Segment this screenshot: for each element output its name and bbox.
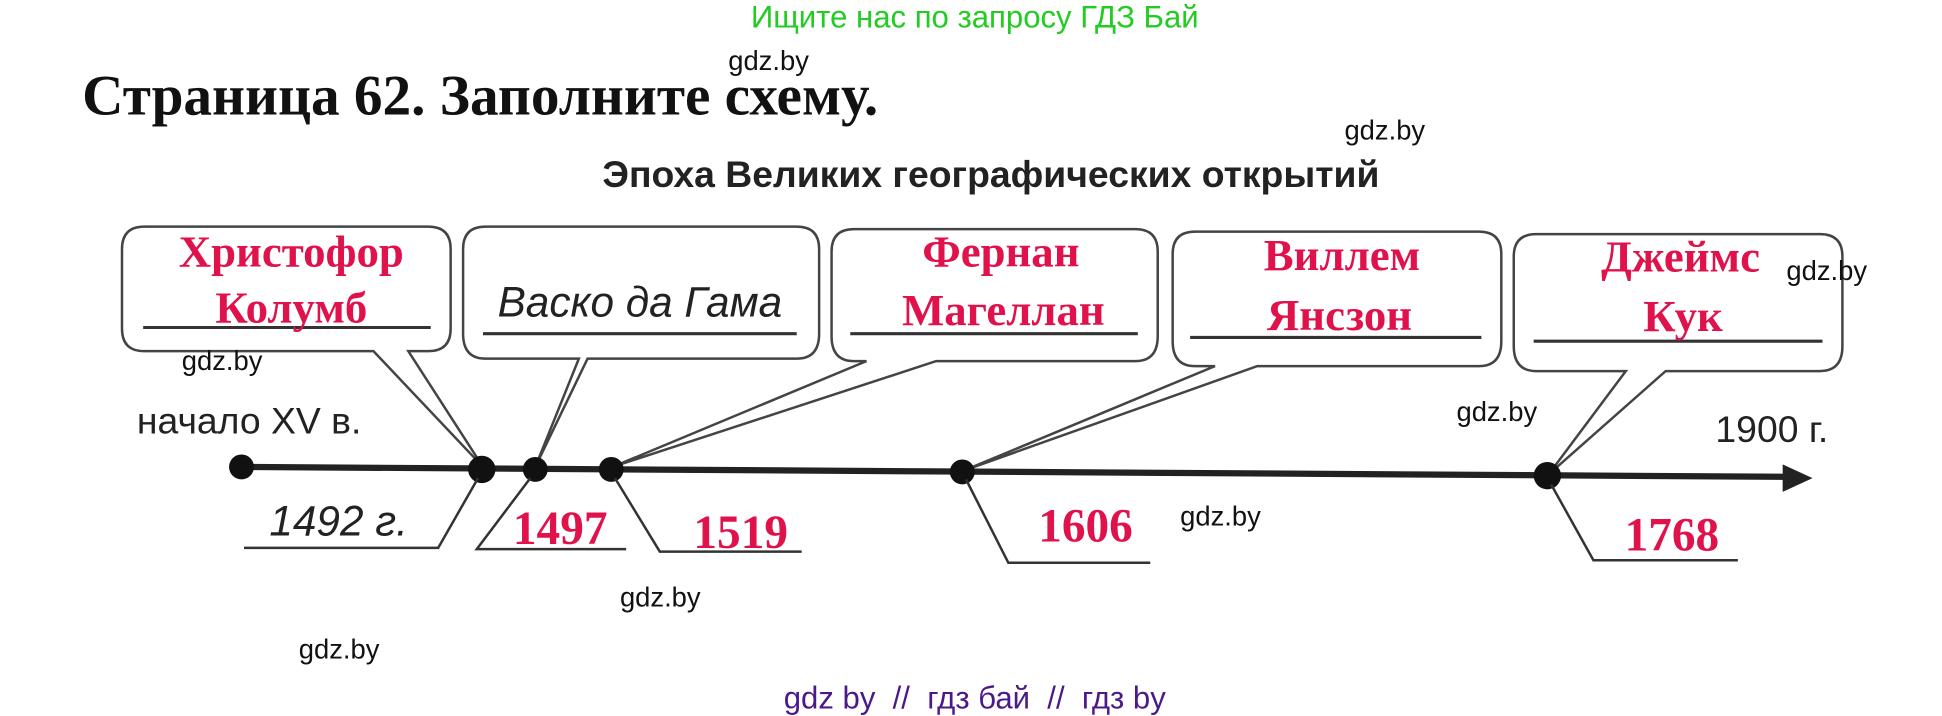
event-name-2: Васко да Гама	[498, 278, 783, 325]
event-year-4: 1606	[1038, 501, 1133, 553]
watermark: gdz.by	[728, 45, 809, 76]
event-year-1: 1492 г.	[269, 497, 408, 544]
event-name-4-line2: Янсзон	[1267, 290, 1412, 340]
event-name-5-line2: Кук	[1643, 291, 1723, 341]
callout-bubble-cook	[1512, 232, 1844, 476]
callout-bubble-columbus	[120, 225, 485, 468]
timeline-dot-1492	[468, 455, 496, 484]
watermark: gdz.by	[1786, 255, 1867, 286]
timeline-end-label: 1900 г.	[1715, 408, 1828, 450]
callout-bubble-da-gama	[461, 225, 821, 468]
footer-links[interactable]: gdz by // гдз бай // гдз by	[784, 680, 1166, 715]
timeline-dot-1497	[522, 456, 548, 482]
event-year-2: 1497	[513, 503, 608, 555]
watermark: gdz.by	[299, 634, 380, 665]
watermark: gdz.by	[1457, 396, 1538, 427]
search-hint-banner[interactable]: Ищите нас по запросу ГДЗ Бай	[751, 0, 1199, 34]
event-name-3-line1: Фернан	[922, 227, 1079, 277]
timeline-start-dot	[229, 454, 254, 480]
timeline-dot-1519	[598, 456, 624, 482]
callout-bubble-magellan	[611, 227, 1159, 469]
event-years: 1492 г. 1497 1519 1606 1768	[269, 497, 1719, 561]
event-names: Христофор Колумб Васко да Гама Фернан Ма…	[179, 227, 1760, 342]
timeline-axis	[229, 454, 1813, 492]
watermark: gdz.by	[1344, 115, 1425, 146]
scheme-title: Эпоха Великих географических открытий	[602, 153, 1379, 195]
watermark: gdz.by	[182, 345, 263, 376]
page-title: Страница 62. Заполните схему.	[82, 65, 878, 128]
timeline-dot-1768	[1533, 461, 1562, 490]
answer-lines	[143, 325, 1823, 343]
callout-bubble-janszoon	[963, 230, 1503, 472]
watermark: gdz.by	[1180, 500, 1261, 531]
arrow-head-icon	[1782, 464, 1813, 492]
event-year-5: 1768	[1625, 509, 1720, 561]
watermarks: gdz.by gdz.by gdz.by gdz.by gdz.by gdz.b…	[182, 45, 1868, 665]
event-name-3-line2: Магеллан	[902, 285, 1105, 335]
timeline-dot-1606	[949, 459, 975, 485]
event-name-4-line1: Виллем	[1264, 230, 1420, 280]
event-year-3: 1519	[693, 507, 788, 559]
timeline-start-label: начало XV в.	[137, 399, 361, 441]
watermark: gdz.by	[620, 581, 701, 612]
event-name-1-line1: Христофор	[179, 227, 404, 277]
event-name-5-line1: Джеймс	[1601, 231, 1760, 281]
callout-bubbles	[120, 225, 1844, 476]
year-leader-lines	[243, 477, 1738, 565]
event-name-1-line2: Колумб	[215, 283, 367, 333]
